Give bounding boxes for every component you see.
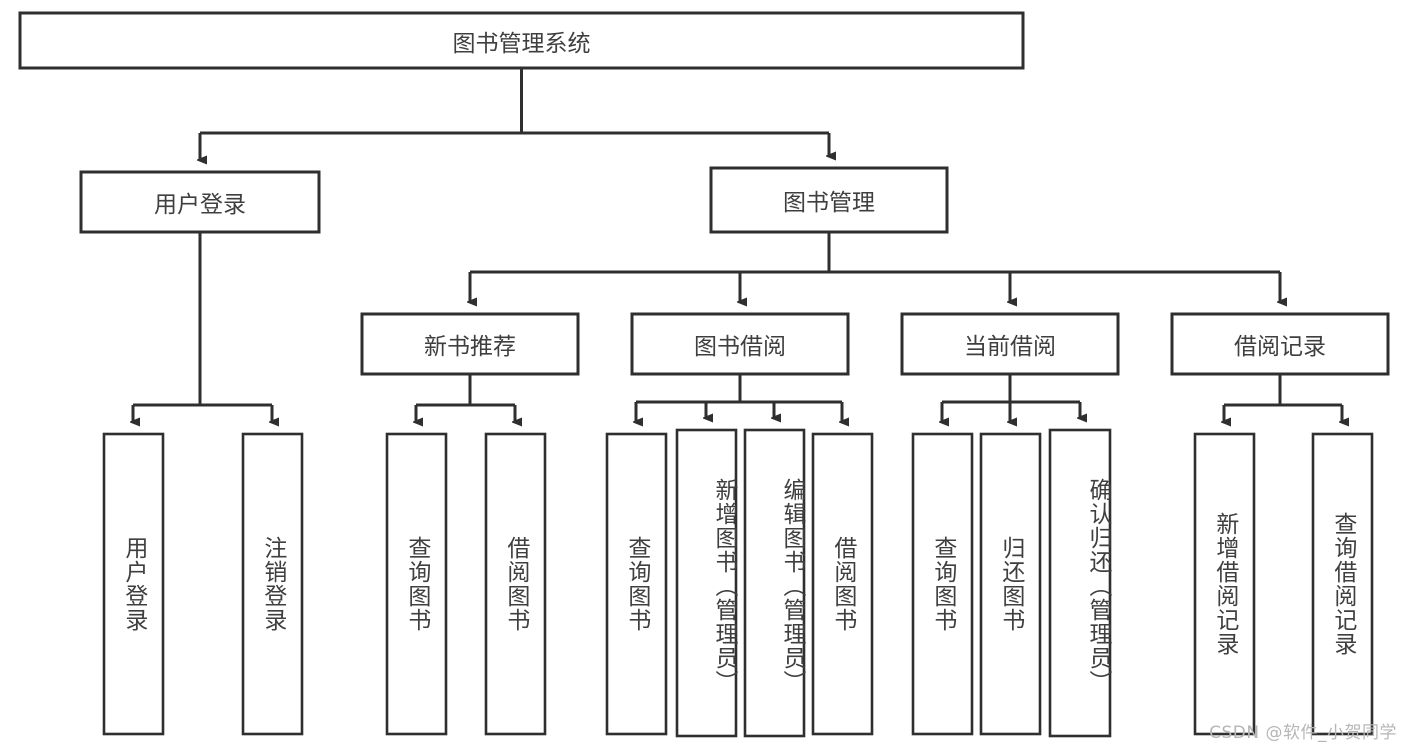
- label-leaf-borrow-book-2: 借阅图书: [829, 536, 856, 632]
- label-leaf-user-login: 用户登录: [120, 536, 147, 632]
- connector-group-user-login: [133, 232, 272, 422]
- node-box-leaf-add-record[interactable]: [1193, 432, 1256, 736]
- label-borrow-record: 借阅记录: [1234, 334, 1326, 360]
- node-box-leaf-confirm-return[interactable]: [1048, 428, 1112, 738]
- label-leaf-add-book: 新增图书（管理员）: [711, 478, 737, 694]
- node-box-leaf-add-book[interactable]: [675, 428, 738, 738]
- label-leaf-query-book-1: 查询图书: [403, 536, 430, 632]
- label-new-book-recommend: 新书推荐: [424, 334, 516, 360]
- node-box-leaf-query-book-2[interactable]: [605, 432, 668, 736]
- node-box-book-manage[interactable]: [709, 166, 949, 234]
- node-box-root[interactable]: [18, 11, 1025, 70]
- label-leaf-add-record: 新增借阅记录: [1211, 512, 1238, 656]
- label-leaf-query-record: 查询借阅记录: [1329, 512, 1356, 656]
- label-user-login: 用户登录: [154, 192, 246, 218]
- label-leaf-return-book: 归还图书: [997, 536, 1024, 632]
- label-current-borrow: 当前借阅: [964, 334, 1056, 360]
- node-box-leaf-query-book-3[interactable]: [911, 432, 974, 736]
- node-box-borrow-record[interactable]: [1170, 312, 1390, 376]
- node-box-leaf-user-login[interactable]: [102, 432, 165, 736]
- connector-group-book-borrow: [636, 374, 842, 422]
- node-box-leaf-logout[interactable]: [241, 432, 304, 736]
- label-leaf-confirm-return: 确认归还（管理员）: [1085, 478, 1111, 694]
- label-root: 图书管理系统: [452, 30, 591, 57]
- connector-group-root: [200, 68, 829, 160]
- label-leaf-query-book-3: 查询图书: [929, 536, 956, 632]
- label-book-manage: 图书管理: [783, 190, 875, 216]
- label-leaf-edit-book: 编辑图书（管理员）: [779, 478, 805, 694]
- node-box-new-book-recommend[interactable]: [360, 312, 580, 376]
- node-box-book-borrow[interactable]: [630, 312, 850, 376]
- node-box-leaf-query-book-1[interactable]: [385, 432, 448, 736]
- node-box-leaf-borrow-book-2[interactable]: [811, 432, 874, 736]
- connector-group-current-borrow: [942, 374, 1080, 422]
- node-box-leaf-return-book[interactable]: [979, 432, 1042, 736]
- node-box-user-login[interactable]: [79, 170, 321, 234]
- node-box-leaf-borrow-book-1[interactable]: [484, 432, 547, 736]
- connector-group-book-manage: [470, 232, 1280, 302]
- connector-group-new-book-recommend: [416, 374, 515, 422]
- label-leaf-query-book-2: 查询图书: [623, 536, 650, 632]
- label-leaf-borrow-book-1: 借阅图书: [502, 536, 529, 632]
- node-box-current-borrow[interactable]: [900, 312, 1120, 376]
- label-book-borrow: 图书借阅: [694, 334, 786, 360]
- label-leaf-logout: 注销登录: [259, 536, 286, 632]
- node-box-leaf-query-record[interactable]: [1311, 432, 1374, 736]
- node-box-leaf-edit-book[interactable]: [743, 428, 806, 738]
- connector-group-borrow-record: [1224, 374, 1342, 422]
